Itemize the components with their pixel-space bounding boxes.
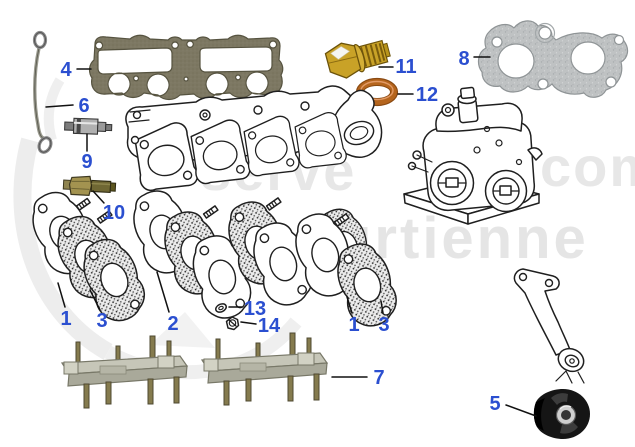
callout-4: 4 — [60, 59, 72, 81]
callout-3-right: 3 — [378, 314, 389, 336]
leader-5 — [505, 404, 537, 417]
callout-11: 11 — [395, 56, 416, 78]
part-10-brass-fitting-drawing — [62, 175, 117, 196]
part-14-nut-drawing — [225, 316, 240, 331]
right-flange-group-drawing — [295, 208, 397, 327]
callout-1-left: 1 — [60, 308, 71, 330]
lever-arm-drawing — [513, 268, 585, 384]
callout-8: 8 — [458, 48, 469, 70]
part-13-washer-drawing — [215, 303, 227, 313]
leader-10 — [92, 190, 105, 204]
intake-manifold-drawing — [125, 85, 383, 191]
leader-1-right — [346, 296, 353, 314]
callout-13: 13 — [244, 298, 266, 320]
part-6-wire-drawing — [32, 30, 53, 154]
callout-1-right: 1 — [348, 314, 359, 336]
watermark-text-fragment: com — [540, 135, 635, 198]
watermark-swirl-logo — [43, 77, 65, 142]
leader-6 — [45, 104, 74, 108]
leader-3-left — [89, 289, 101, 311]
callout-5: 5 — [489, 393, 500, 415]
part-9-steel-fitting-drawing — [64, 117, 113, 135]
part-4-manifold-gasket-drawing — [88, 34, 284, 101]
callout-7: 7 — [373, 367, 384, 389]
watermark-swirl-logo — [150, 312, 215, 348]
callout-3-left: 3 — [96, 310, 107, 332]
leader-1-left — [57, 282, 66, 308]
callout-labels: 4 6 9 10 11 12 8 1 3 2 13 14 1 3 7 5 — [60, 48, 500, 415]
part-7-stud-plate-drawing — [60, 332, 329, 409]
part-5-rubber-mount-drawing — [533, 389, 590, 439]
leader-lines — [45, 56, 537, 417]
leader-14 — [240, 321, 257, 325]
carburetor-drawing — [403, 86, 543, 225]
callout-14: 14 — [258, 315, 281, 337]
callout-10: 10 — [103, 202, 125, 224]
callout-2: 2 — [167, 313, 178, 335]
left-flange-group-drawing — [32, 191, 145, 322]
leader-2 — [156, 271, 170, 313]
center-flange-group-drawing — [133, 190, 313, 319]
leader-3-right — [380, 300, 384, 314]
callout-12: 12 — [416, 84, 438, 106]
callout-9: 9 — [81, 151, 92, 173]
callout-6: 6 — [78, 95, 89, 117]
part-11-brass-plug-drawing — [324, 39, 391, 79]
watermark-swirl-logo — [13, 137, 113, 360]
part-8-gray-gasket-drawing — [477, 20, 629, 98]
